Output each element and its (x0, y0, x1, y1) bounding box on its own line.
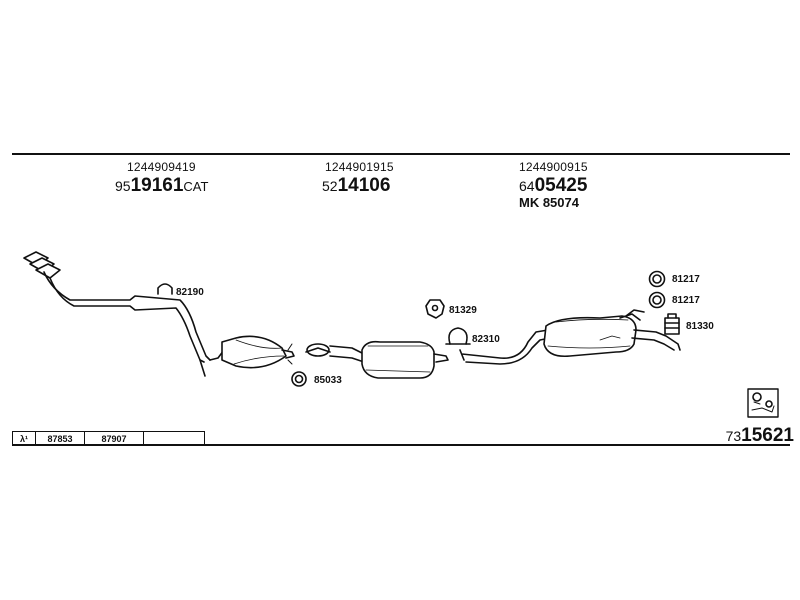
part-prefix-3: 64 (519, 178, 535, 194)
set-number-main: 15621 (741, 425, 794, 446)
part-main-2: 14106 (337, 175, 391, 196)
ring-icon-2 (648, 291, 666, 309)
oem-number-2: 1244901915 (325, 160, 394, 174)
accessory-label-gasket: 85033 (314, 375, 342, 386)
rear-pipe (459, 329, 551, 365)
set-number: 7315621 (726, 425, 794, 447)
lambda-cell-2: 87907 (85, 432, 144, 445)
footer-divider (12, 444, 790, 446)
center-muffler-assembly (305, 340, 449, 379)
oem-number-3: 1244900915 (519, 160, 588, 174)
rubber-mount-icon (425, 299, 445, 319)
part-suffix-1: CAT (183, 179, 209, 194)
part-number-2: 5214106 (322, 175, 390, 197)
accessory-label-ring-1: 81217 (672, 274, 700, 285)
mounting-block-icon (664, 313, 680, 335)
lambda-cell-1: 87853 (36, 432, 85, 445)
accessory-label-block: 81330 (686, 321, 714, 332)
front-pipe (23, 251, 225, 377)
part-main-3: 05425 (534, 175, 588, 196)
part-prefix-1: 95 (115, 178, 131, 194)
rear-muffler (543, 309, 681, 358)
fitting-kit-icon (747, 388, 779, 418)
accessory-label-clamp: 82310 (472, 334, 500, 345)
accessory-label-hanger: 82190 (176, 287, 204, 298)
accessory-label-ring-2: 81217 (672, 295, 700, 306)
part-number-3: 6405425 (519, 175, 587, 197)
part-number-1: 9519161CAT (115, 175, 208, 197)
clamp-icon (445, 327, 471, 345)
part-prefix-2: 52 (322, 178, 338, 194)
oem-number-1: 1244909419 (127, 160, 196, 174)
mk-number: MK 85074 (519, 195, 579, 210)
hanger-icon (157, 283, 173, 295)
accessory-label-mount: 81329 (449, 305, 477, 316)
set-number-prefix: 73 (725, 428, 742, 444)
ring-icon-1 (648, 270, 666, 288)
catalytic-converter (221, 335, 295, 369)
lambda-symbol: λ¹ (13, 432, 36, 445)
header-divider (12, 153, 790, 155)
part-main-1: 19161 (130, 175, 184, 196)
gasket-ring-icon (291, 371, 307, 387)
